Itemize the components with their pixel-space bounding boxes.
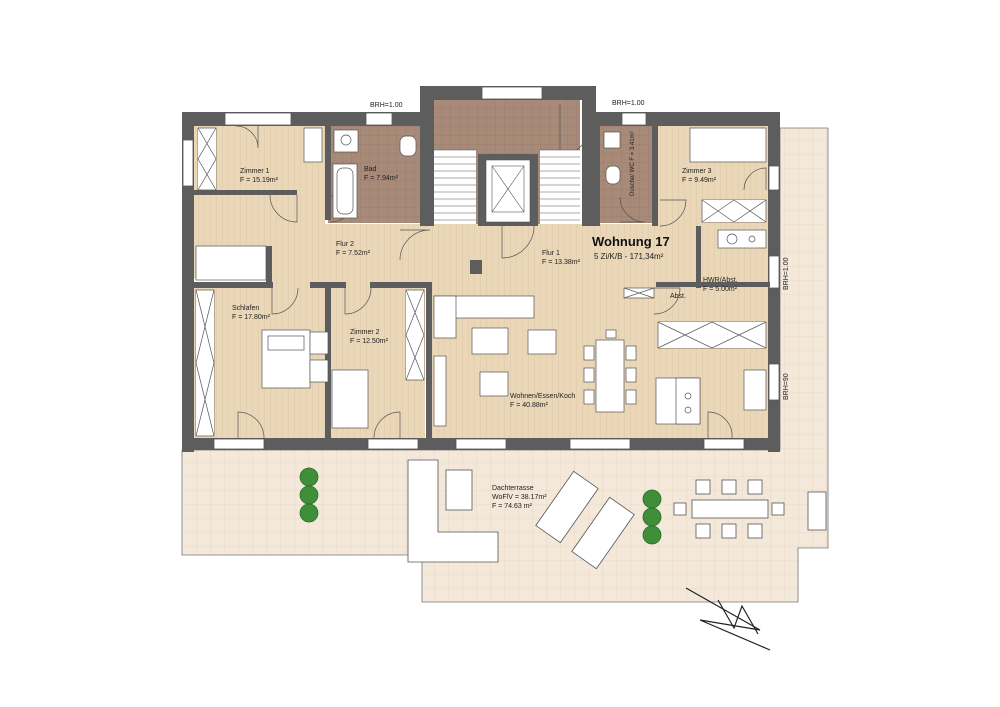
plants xyxy=(299,467,662,545)
room-name: Zimmer 1 xyxy=(240,168,270,175)
room-label-zimmer2: Zimmer 2 F = 12.50m² xyxy=(350,328,388,346)
room-name: Flur 2 xyxy=(336,241,354,248)
room-label-abst: Abst. xyxy=(670,292,686,301)
room-label-schlafen: Schlafen F = 17.80m² xyxy=(232,304,270,322)
room-area: F = 9.49m² xyxy=(682,177,717,184)
room-area: F = 15.19m² xyxy=(240,177,278,184)
room-area: F = 7.52m² xyxy=(336,250,371,257)
room-name: Wohnen/Essen/Koch xyxy=(510,393,576,400)
floor-flur xyxy=(266,224,702,288)
room-area: F = 5.00m² xyxy=(703,286,738,293)
room-name: Schlafen xyxy=(232,305,260,312)
room-label-dusche: Dusche/ WC F = 3.41m² xyxy=(630,131,636,196)
terrace-wofiv: WoFlV = 38.17m² xyxy=(492,494,547,501)
room-area: F = 12.50m² xyxy=(350,338,388,345)
apartment-title: Wohnung 17 xyxy=(592,234,670,249)
terrace-furniture xyxy=(407,459,827,570)
windows xyxy=(182,86,780,450)
terrace-area: F = 74.63 m² xyxy=(492,503,532,510)
room-name: Zimmer 2 xyxy=(350,329,380,336)
bathroom-fixtures xyxy=(332,129,621,219)
room-label-zimmer1: Zimmer 1 F = 15.19m² xyxy=(240,167,278,185)
furniture xyxy=(195,127,767,437)
brh-label-left: BRH=1.00 xyxy=(370,102,403,109)
room-label-wohnen: Wohnen/Essen/Koch F = 40.88m² xyxy=(510,392,575,410)
room-area: F = 3.41m² xyxy=(630,131,636,161)
room-area: F = 40.88m² xyxy=(510,402,548,409)
brh-label-right: BRH=1.00 xyxy=(612,100,645,107)
room-name: Zimmer 3 xyxy=(682,168,712,175)
room-name: HWR/Abst. xyxy=(703,277,738,284)
staircase xyxy=(434,149,580,226)
room-name: Bad xyxy=(364,166,377,173)
room-area: F = 13.38m² xyxy=(542,259,580,266)
room-label-zimmer3: Zimmer 3 F = 9.49m² xyxy=(682,167,716,185)
room-name: Abst. xyxy=(670,293,686,300)
terrace-name: Dachterrasse xyxy=(492,485,534,492)
apartment-summary: 5 Zi/K/B - 171,34m² xyxy=(594,252,664,261)
room-label-flur2: Flur 2 F = 7.52m² xyxy=(336,240,370,258)
stair-treads xyxy=(434,149,580,221)
room-label-bad: Bad F = 7.94m² xyxy=(364,165,398,183)
brh-label-side: BRH=1.00 xyxy=(783,257,790,291)
room-area: F = 7.94m² xyxy=(364,175,399,182)
room-name: Dusche/ WC xyxy=(630,162,636,196)
room-name: Flur 1 xyxy=(542,250,560,257)
terrace-label: Dachterrasse WoFlV = 38.17m² F = 74.63 m… xyxy=(492,484,547,511)
brh-label-side-low: BRH=90 xyxy=(783,373,790,400)
north-arrow xyxy=(685,587,771,651)
room-label-flur1: Flur 1 F = 13.38m² xyxy=(542,249,580,267)
room-label-hwr: HWR/Abst. F = 5.00m² xyxy=(703,276,738,294)
room-area: F = 17.80m² xyxy=(232,314,270,321)
